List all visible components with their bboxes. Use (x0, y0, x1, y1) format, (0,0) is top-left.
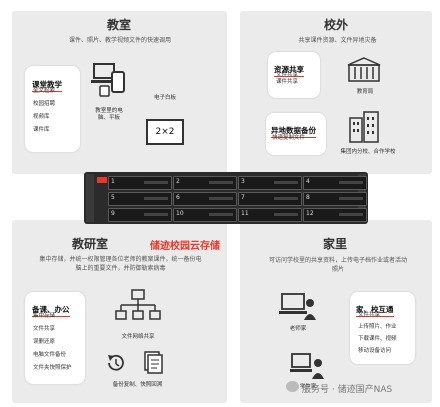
school-building-icon (349, 111, 379, 143)
list-item: 视频库 (33, 114, 50, 120)
offcampus-desc: 共享课件资源、文件异地灾备 (298, 37, 377, 44)
list-item: 移动设备访问 (358, 348, 392, 354)
list-item: 校园招聘 (33, 101, 56, 107)
drive-bay: 7 (238, 192, 302, 206)
whiteboard-icon: 2×2 (146, 119, 184, 145)
brand-name: 储迹校园云存储 (150, 241, 220, 252)
nas-logo-icon (97, 177, 107, 183)
offcampus-card-share: 资源共享 文件共享 课件共享 (268, 52, 320, 98)
student-home-icon (290, 353, 324, 379)
education-bureau-icon (347, 57, 381, 82)
drive-bay: 9 (108, 208, 172, 222)
classroom-card: 课堂教学 全文检索 校园招聘 视频库 课件库 (25, 66, 80, 152)
list-item: 误删还原 (33, 339, 56, 345)
list-item: 电脑文件备份 (33, 352, 67, 358)
list-item: 课件库 (33, 127, 50, 133)
teacher-home-icon (279, 293, 316, 320)
group-school-label: 集团内分校、合作学校 (340, 149, 396, 155)
drive-bay: 12 (303, 208, 367, 222)
drive-bay: 1 (108, 176, 172, 190)
drive-bay: 4 (303, 176, 367, 190)
drive-bay: 6 (173, 192, 237, 206)
list-item: 文件共享 (358, 312, 381, 318)
drive-bay: 10 (173, 208, 237, 222)
list-item: 上传照片、作业 (358, 324, 397, 330)
list-item: 文件夹快照保护 (33, 365, 72, 371)
classroom-card-head: 课堂教学 (32, 79, 62, 92)
home-desc: 可访问学校里的共享资料，上传电子档作业或者活动照片 (268, 257, 407, 273)
list-item: 集中存储 (33, 313, 56, 319)
research-title: 教研室 (72, 237, 109, 251)
list-item: 文件共享 (33, 326, 56, 332)
research-card-head: 备课、办公 (32, 304, 70, 317)
student-home-label: 学生家 (299, 384, 317, 390)
backup-restore-icon (108, 354, 124, 371)
list-item: 全文检索 (33, 88, 56, 94)
list-item: 文件共享 (276, 72, 299, 78)
teacher-home-label: 老师家 (289, 326, 307, 332)
classroom-desc: 课件、照片、教学视频文件的快速调用 (68, 37, 171, 44)
watermark: 服务号 · 储迹国产NAS (302, 385, 393, 395)
classroom-device-label: 教室里的电脑、平板 (95, 108, 123, 121)
drive-bay: 11 (238, 208, 302, 222)
drive-bay: 2 (173, 176, 237, 190)
offcampus-title: 校外 (324, 18, 349, 32)
offcampus-card-backup: 异地数据备份 快速复制文件 (266, 113, 326, 155)
snapshot-icon (144, 351, 163, 374)
drive-bay: 5 (108, 192, 172, 206)
backup-snapshot-label: 备份复制、快照回溯 (112, 382, 163, 388)
whiteboard-text: 2×2 (155, 127, 175, 137)
list-item: 下载课件、视频 (358, 336, 397, 342)
network-share-label: 文件网络共享 (121, 334, 155, 340)
offcampus-backup-head: 异地数据备份 (271, 125, 316, 138)
home-title: 家里 (323, 237, 348, 251)
network-share-icon (115, 289, 161, 320)
home-card-head: 家、校互通 (356, 304, 394, 317)
list-item: 课件共享 (276, 79, 299, 85)
computer-tablet-icon (91, 63, 125, 97)
wechat-icon (286, 381, 299, 392)
drive-bay: 3 (238, 176, 302, 190)
classroom-title: 教室 (107, 18, 132, 32)
bureau-label: 教育局 (356, 89, 374, 95)
list-item: 快速复制文件 (272, 135, 306, 141)
research-card: 备课、办公 集中存储 文件共享 误删还原 电脑文件备份 文件夹快照保护 (25, 292, 85, 384)
offcampus-share-head: 资源共享 (274, 64, 304, 77)
research-desc: 集中存储，并统一权限管理各位老师的教案课件，统一备份电脑上的重要文件，并防御勒索… (39, 256, 202, 272)
home-card: 家、校互通 文件共享 上传照片、作业 下载课件、视频 移动设备访问 (350, 292, 415, 364)
drive-bay: 8 (303, 192, 367, 206)
classroom-board-label: 电子白板 (153, 95, 176, 101)
nas-device: 1 2 3 4 5 6 7 8 9 10 11 12 (84, 172, 368, 224)
